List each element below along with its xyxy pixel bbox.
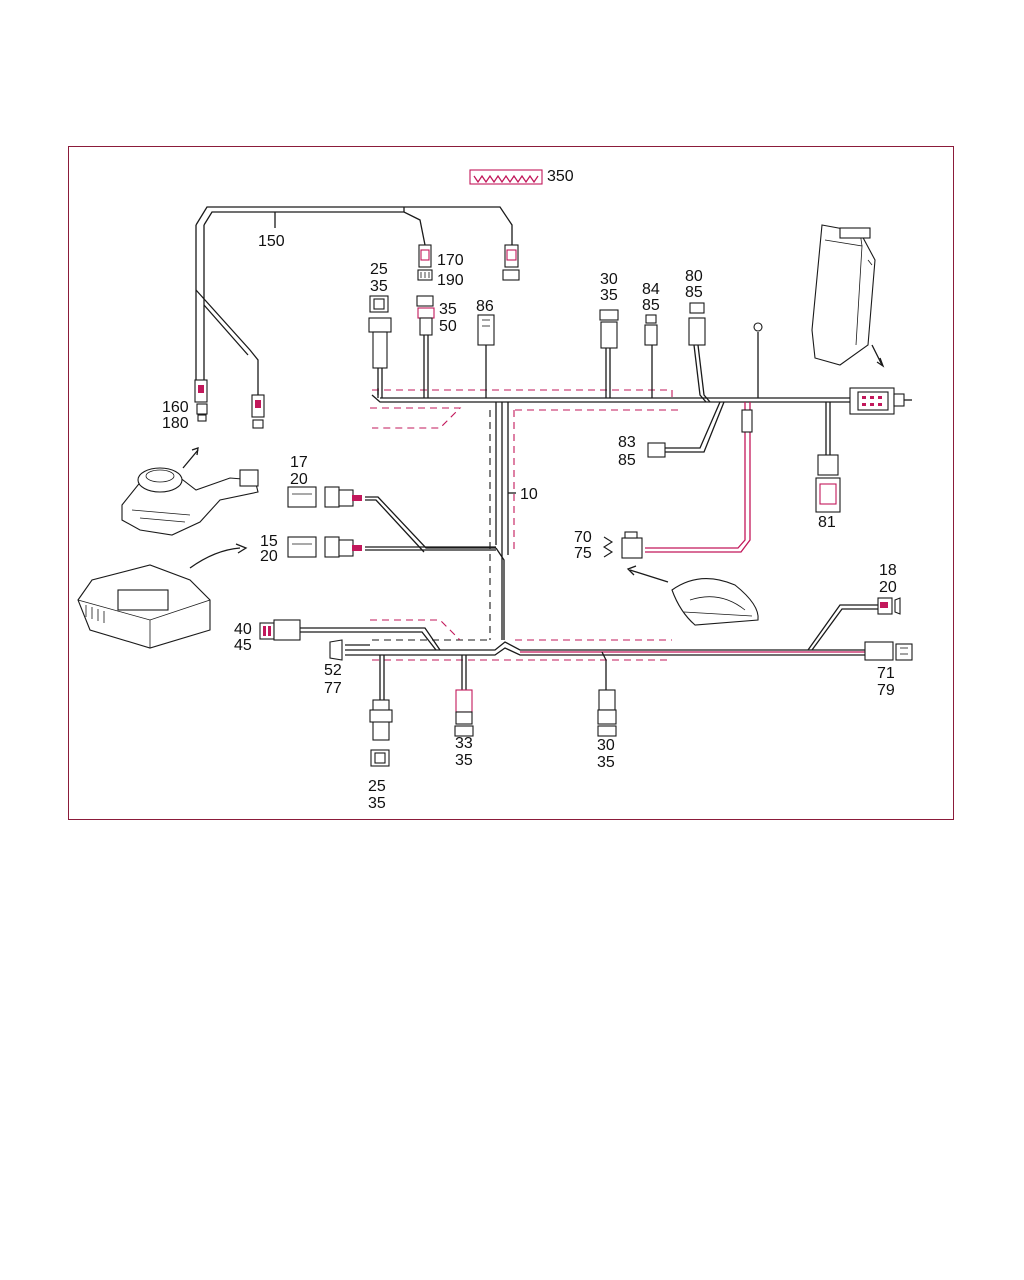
label-86: 86 (476, 298, 494, 315)
label-30-top: 30 (600, 271, 618, 288)
connector-160-180 (194, 379, 208, 422)
label-70: 70 (574, 529, 592, 546)
label-160: 160 (162, 399, 189, 416)
label-35-bottom-a: 35 (455, 752, 473, 769)
label-20-b: 20 (260, 548, 278, 565)
label-190: 190 (437, 272, 464, 289)
label-77: 77 (324, 680, 342, 697)
label-25-top: 25 (370, 261, 388, 278)
label-85-c: 85 (618, 452, 636, 469)
connector-15-20 (287, 536, 362, 558)
connector-branch-lower (251, 394, 265, 429)
label-81: 81 (818, 514, 836, 531)
label-85-b: 85 (685, 284, 703, 301)
part-number-labels: 350 150 170 190 25 35 35 50 86 30 35 84 … (162, 168, 897, 812)
label-15: 15 (260, 533, 278, 550)
label-40: 40 (234, 621, 252, 638)
connector-18-20 (877, 597, 901, 615)
label-35-top-c: 35 (600, 287, 618, 304)
label-35-top-a: 35 (370, 278, 388, 295)
label-25-bottom: 25 (368, 778, 386, 795)
label-75: 75 (574, 545, 592, 562)
component-radio-unit-left (77, 543, 248, 649)
top-drops (368, 295, 831, 553)
connector-25-35-bottom (369, 699, 393, 767)
label-45: 45 (234, 637, 252, 654)
label-85-a: 85 (642, 297, 660, 314)
label-52: 52 (324, 662, 342, 679)
component-motor-top-left (121, 447, 259, 536)
connector-33-35 (454, 689, 474, 737)
connector-81 (815, 454, 841, 513)
connector-70-75 (602, 531, 643, 559)
label-35-bottom-b: 35 (597, 754, 615, 771)
label-35-bottom-c: 35 (368, 795, 386, 812)
part-350-strip (469, 169, 543, 185)
label-84: 84 (642, 281, 660, 298)
label-33: 33 (455, 735, 473, 752)
label-10: 10 (520, 486, 538, 503)
component-horn-right (626, 565, 759, 626)
main-harness-10 (300, 388, 880, 700)
label-79: 79 (877, 682, 895, 699)
label-30-bottom: 30 (597, 737, 615, 754)
connector-170-190 (417, 244, 433, 281)
label-20-a: 20 (290, 471, 308, 488)
connector-17-20 (287, 486, 362, 508)
label-83: 83 (618, 434, 636, 451)
label-150: 150 (258, 233, 285, 250)
connector-30-35-bottom (597, 689, 617, 737)
label-35-top-b: 35 (439, 301, 457, 318)
label-18: 18 (879, 562, 897, 579)
terminal-52-77 (329, 639, 343, 661)
control-unit-top-right (811, 224, 885, 368)
label-20-c: 20 (879, 579, 897, 596)
label-80: 80 (685, 268, 703, 285)
label-180: 180 (162, 415, 189, 432)
label-170: 170 (437, 252, 464, 269)
connector-71-79 (864, 641, 913, 661)
connector-main-right (849, 387, 912, 415)
label-17: 17 (290, 454, 308, 471)
diagram-frame (68, 146, 954, 820)
label-71: 71 (877, 665, 895, 682)
label-350: 350 (547, 168, 574, 185)
label-50: 50 (439, 318, 457, 335)
connector-branch-right (502, 244, 520, 281)
connector-40-45 (259, 619, 301, 641)
harness-branch-150 (195, 206, 513, 395)
